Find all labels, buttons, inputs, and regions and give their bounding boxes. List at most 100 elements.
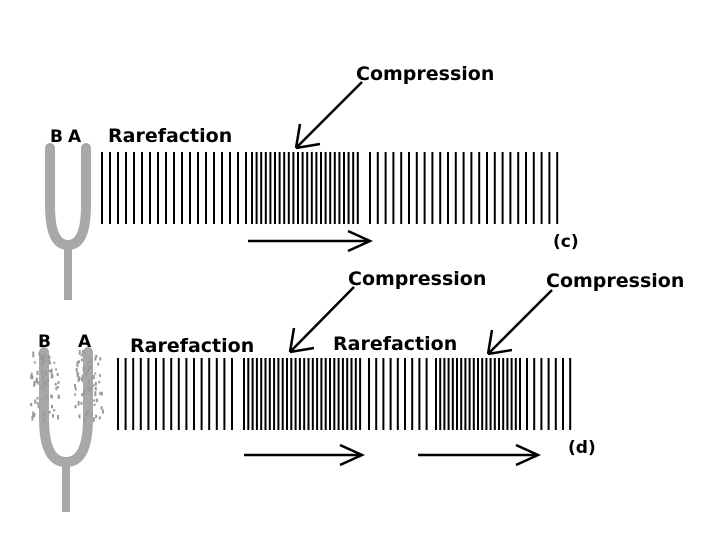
blur-dot bbox=[31, 375, 34, 380]
tuning-fork-d bbox=[30, 347, 104, 512]
blur-dot bbox=[82, 367, 85, 371]
blur-dot bbox=[87, 379, 90, 383]
case-label-c: (c) bbox=[553, 232, 579, 252]
blur-dot bbox=[49, 361, 51, 365]
blur-dot bbox=[36, 381, 39, 385]
blur-dot bbox=[45, 395, 48, 399]
blur-dot bbox=[85, 371, 88, 377]
blur-dot bbox=[77, 373, 80, 376]
prong-label-b-c: B bbox=[50, 127, 63, 147]
blur-dot bbox=[57, 381, 60, 384]
blur-dot bbox=[48, 359, 51, 363]
blur-dot bbox=[80, 377, 83, 380]
blur-dot bbox=[46, 378, 49, 383]
blur-dot bbox=[38, 352, 41, 356]
wave-lines-d bbox=[117, 358, 572, 430]
blur-dot bbox=[81, 378, 83, 382]
compression-pointer-c bbox=[295, 81, 363, 149]
blur-dot bbox=[55, 387, 58, 391]
blur-dot bbox=[89, 365, 92, 369]
blur-dot bbox=[53, 409, 56, 412]
blur-dot bbox=[80, 358, 83, 362]
panel-d: B A Rarefaction Rarefaction Compression … bbox=[30, 268, 684, 512]
blur-dot bbox=[95, 354, 98, 358]
blur-dot bbox=[88, 387, 91, 392]
blur-dot bbox=[40, 362, 43, 367]
blur-dot bbox=[36, 370, 39, 376]
blur-dot bbox=[93, 399, 96, 402]
blur-dot bbox=[83, 389, 86, 393]
blur-dot bbox=[57, 414, 60, 420]
blur-dot bbox=[87, 361, 89, 365]
blur-dot bbox=[74, 387, 77, 391]
blur-dot bbox=[50, 373, 53, 379]
blur-dot bbox=[41, 397, 44, 402]
blur-dot bbox=[32, 354, 35, 358]
blur-dot bbox=[98, 380, 101, 384]
blur-dot bbox=[81, 393, 84, 397]
blur-dot bbox=[33, 383, 36, 387]
blur-dot bbox=[99, 357, 102, 361]
direction-arrow-head-d-1 bbox=[339, 443, 366, 467]
blur-dot bbox=[30, 402, 33, 407]
wave-lines-c bbox=[101, 152, 559, 224]
blur-dot bbox=[101, 409, 104, 414]
rarefaction-label-d-2: Rarefaction bbox=[333, 333, 457, 355]
vibration-blur bbox=[30, 350, 104, 423]
blur-dot bbox=[56, 372, 59, 376]
blur-dot bbox=[30, 372, 33, 376]
blur-dot bbox=[32, 411, 35, 416]
blur-dot bbox=[32, 351, 35, 356]
blur-dot bbox=[40, 355, 43, 360]
blur-dot bbox=[33, 412, 36, 417]
compression-label-d-2: Compression bbox=[546, 270, 684, 292]
blur-dot bbox=[95, 398, 98, 402]
blur-dot bbox=[76, 361, 79, 365]
blur-dot bbox=[51, 404, 53, 409]
blur-dot bbox=[34, 399, 37, 404]
blur-dot bbox=[45, 373, 48, 376]
prong-label-a-c: A bbox=[68, 127, 82, 147]
compression-label-c: Compression bbox=[356, 63, 494, 85]
blur-dot bbox=[41, 369, 44, 375]
compression-pointer-d-1 bbox=[289, 286, 355, 353]
blur-dot bbox=[90, 414, 92, 417]
tuning-fork-c bbox=[45, 143, 91, 300]
blur-dot bbox=[75, 368, 78, 372]
blur-dot bbox=[98, 374, 101, 377]
blur-dot bbox=[87, 381, 90, 385]
blur-dot bbox=[74, 405, 77, 409]
blur-dot bbox=[90, 359, 93, 364]
blur-dot bbox=[94, 386, 97, 391]
direction-arrow-head-d-2 bbox=[515, 443, 542, 467]
blur-dot bbox=[86, 386, 89, 391]
blur-dot bbox=[48, 369, 51, 373]
compression-pointer-d-2 bbox=[487, 289, 553, 355]
blur-dot bbox=[55, 368, 58, 371]
blur-dot bbox=[43, 358, 46, 364]
blur-dot bbox=[83, 418, 86, 423]
blur-dot bbox=[36, 397, 39, 400]
blur-dot bbox=[98, 416, 101, 420]
prong-label-b-d: B bbox=[38, 332, 51, 352]
blur-dot bbox=[82, 393, 85, 396]
blur-dot bbox=[80, 353, 83, 357]
blur-dot bbox=[94, 391, 97, 397]
blur-dot bbox=[81, 350, 84, 354]
compression-pointer-head-d-1 bbox=[288, 327, 315, 354]
blur-dot bbox=[52, 414, 54, 418]
blur-dot bbox=[50, 368, 53, 374]
blur-dot bbox=[42, 376, 45, 380]
blur-dot bbox=[99, 391, 102, 396]
blur-dot bbox=[78, 350, 81, 355]
compression-pointer-head-d-2 bbox=[486, 329, 513, 356]
blur-dot bbox=[76, 364, 79, 368]
blur-dot bbox=[100, 406, 103, 410]
blur-dot bbox=[31, 415, 34, 421]
blur-dot bbox=[36, 377, 38, 382]
blur-dot bbox=[77, 401, 80, 406]
blur-dot bbox=[76, 374, 79, 377]
blur-dot bbox=[42, 417, 45, 423]
blur-dot bbox=[100, 391, 103, 395]
